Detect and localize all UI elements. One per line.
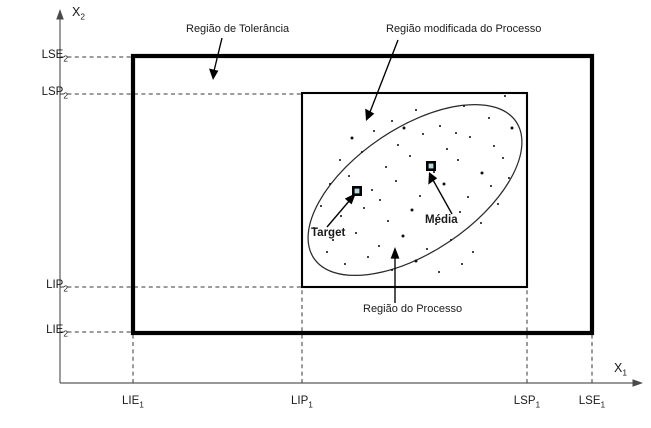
y-tick-label-lse2: LSE2 [41, 49, 68, 64]
scatter-point [414, 259, 418, 263]
annotation-target: Target [311, 227, 346, 239]
x-axis-arrowhead [632, 379, 643, 387]
x-tick-label-lsp1: LSP1 [513, 395, 541, 410]
scatter-point [319, 204, 323, 208]
marker-target [351, 186, 362, 197]
scatter-point [362, 206, 366, 210]
annotation-process-region: Região do Processo [363, 303, 463, 315]
scatter-point [445, 147, 449, 151]
scatter-point [507, 176, 511, 180]
scatter-point [396, 143, 400, 147]
scatter-point [401, 234, 405, 238]
scatter-point [480, 171, 484, 175]
y-tick-label-lsp2: LSP2 [41, 86, 68, 101]
scatter-point [432, 170, 436, 174]
scatter-point [390, 268, 394, 272]
scatter-point [347, 174, 351, 178]
y-tick-label-lip2: LIP2 [46, 279, 68, 294]
callout-line-target [326, 199, 351, 228]
scatter-point [372, 129, 376, 133]
scatter-point [492, 144, 496, 148]
scatter-point [339, 214, 343, 218]
scatter-point [390, 119, 394, 123]
scatter-point [471, 250, 475, 254]
scatter-point [366, 255, 370, 259]
scatter-point [479, 221, 483, 225]
scatter-point [442, 182, 446, 186]
x-tick-label-lse1: LSE1 [578, 395, 606, 410]
y-axis-arrowhead [56, 9, 64, 20]
markers-group [351, 161, 436, 197]
scatter-point [421, 132, 425, 136]
callout-line-modified-region [369, 39, 399, 113]
scatter-point [434, 222, 438, 226]
axis-group [56, 9, 643, 387]
scatter-point [370, 188, 374, 192]
scatter-point [384, 165, 388, 169]
process-region-rect [300, 91, 529, 289]
scatter-point [350, 136, 354, 140]
scatter-point [325, 250, 329, 254]
scatter-point [312, 226, 316, 230]
scatter-point [510, 126, 514, 130]
scatter-point [449, 238, 453, 242]
scatter-point [456, 158, 460, 162]
x-tick-label-lip1: LIP1 [291, 395, 313, 410]
scatter-point [410, 208, 414, 212]
annotation-modified-process-region: Região modificada do Processo [386, 23, 542, 35]
y-tick-label-lie2: LIE2 [46, 324, 68, 339]
scatter-point [343, 262, 347, 266]
scatter-point [460, 262, 464, 266]
callout-arrow-process-region [390, 247, 400, 259]
scatter-point [437, 270, 441, 274]
callout-line-tolerance-region [213, 37, 223, 72]
scatter-point [386, 219, 390, 223]
scatter-point [496, 202, 500, 206]
scatter-point [378, 198, 382, 202]
scatter-point [354, 231, 358, 235]
callout-arrow-tolerance-region [209, 68, 219, 80]
scatter-point [438, 124, 442, 128]
scatter-point [377, 244, 381, 248]
scatter-point [338, 158, 342, 162]
annotation-media: Média [425, 214, 458, 226]
callout-arrow-media [428, 172, 438, 185]
annotation-tolerance-region: Região de Tolerância [186, 23, 290, 35]
marker-media [425, 161, 436, 172]
scatter-point [487, 116, 491, 120]
scatter-point [328, 182, 332, 186]
scatter-point [489, 184, 493, 188]
scatter-point [501, 156, 505, 160]
callout-arrow-modified-region [365, 108, 375, 121]
x-tick-label-lie1: LIE1 [122, 395, 144, 410]
scatter-point [466, 195, 470, 199]
callout-line-media [432, 179, 453, 215]
scatter-point [503, 94, 507, 98]
scatter-point [418, 194, 422, 198]
x-axis-label: X1 [614, 361, 628, 378]
scatter-point [458, 210, 462, 214]
scatter-point [414, 108, 418, 112]
scatter-point [454, 131, 458, 135]
scatter-point [468, 135, 472, 139]
scatter-points-group [312, 94, 514, 274]
scatter-point [462, 104, 466, 108]
scatter-point [394, 179, 398, 183]
scatter-point [360, 150, 364, 154]
tolerance-region-rect [130, 53, 595, 336]
callouts-group [209, 37, 453, 303]
scatter-point [402, 126, 406, 130]
modified-process-ellipse [307, 103, 523, 277]
scatter-point [425, 247, 429, 251]
scatter-point [408, 154, 412, 158]
y-axis-label: X2 [72, 5, 86, 22]
scatter-point [331, 238, 335, 242]
